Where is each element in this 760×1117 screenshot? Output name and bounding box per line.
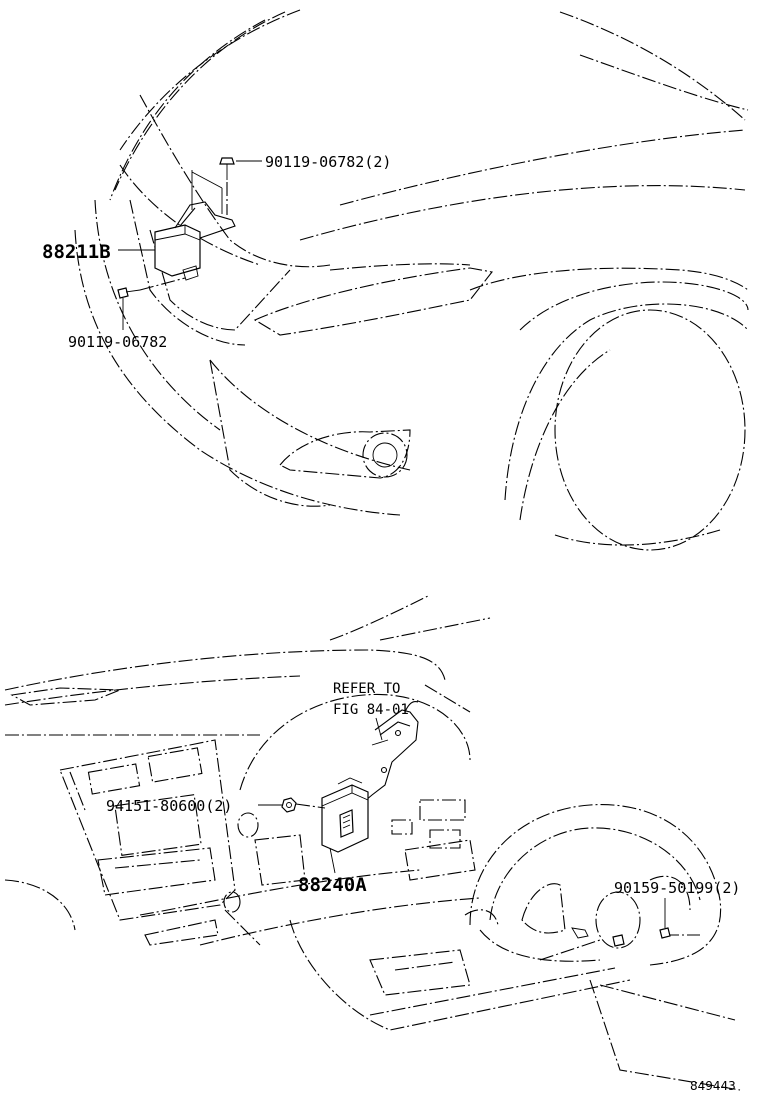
label-refer-line1: REFER TO bbox=[333, 681, 400, 697]
dashboard-illustration bbox=[4, 594, 741, 1091]
module-88211b-part bbox=[154, 170, 236, 281]
bolt-top-part bbox=[219, 157, 235, 215]
label-ecu: 88240A bbox=[298, 874, 367, 896]
ecu-88240a-part bbox=[321, 777, 369, 853]
screw-part bbox=[571, 927, 671, 947]
label-refer-line2: FIG 84-01 bbox=[333, 702, 409, 718]
label-screw: 90159-50199(2) bbox=[614, 879, 740, 897]
leader-refer bbox=[375, 717, 383, 741]
label-bolt-top: 90119-06782(2) bbox=[265, 153, 391, 171]
label-nut: 94151-80600(2) bbox=[106, 797, 232, 815]
label-module: 88211B bbox=[42, 241, 111, 263]
figure-code: 849443 bbox=[690, 1079, 736, 1093]
car-front-illustration bbox=[74, 9, 749, 551]
nut-part bbox=[281, 797, 326, 813]
bolt-bottom-part bbox=[117, 277, 186, 299]
label-bolt-bottom: 90119-06782 bbox=[68, 333, 167, 351]
leader-ecu bbox=[329, 847, 336, 874]
